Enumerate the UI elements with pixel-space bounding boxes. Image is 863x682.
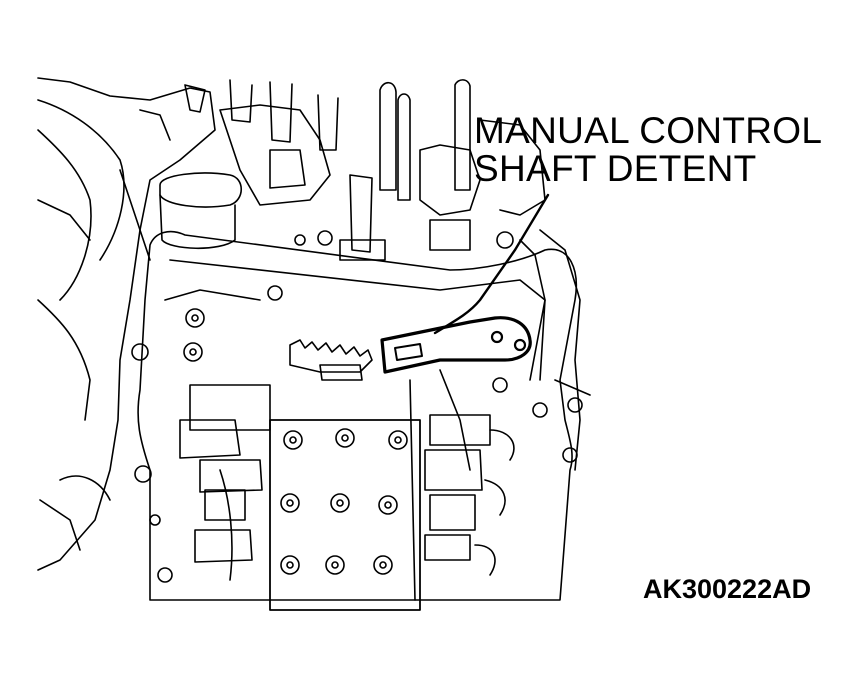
solenoid-area [180,370,514,600]
body-bolts [184,231,547,417]
callout-leader-line [435,195,548,333]
upper-components [160,80,545,260]
callout-line-2: SHAFT DETENT [474,148,757,189]
valve-body-plate [132,232,582,600]
detent-gear [290,340,372,380]
transmission-case [38,78,215,570]
callout-label: MANUAL CONTROL SHAFT DETENT [474,112,822,188]
callout-line-1: MANUAL CONTROL [474,110,823,151]
front-cover-plate [270,420,420,610]
right-housing [520,230,590,470]
figure-code: AK300222AD [643,574,812,604]
manual-control-shaft-detent [382,318,530,372]
